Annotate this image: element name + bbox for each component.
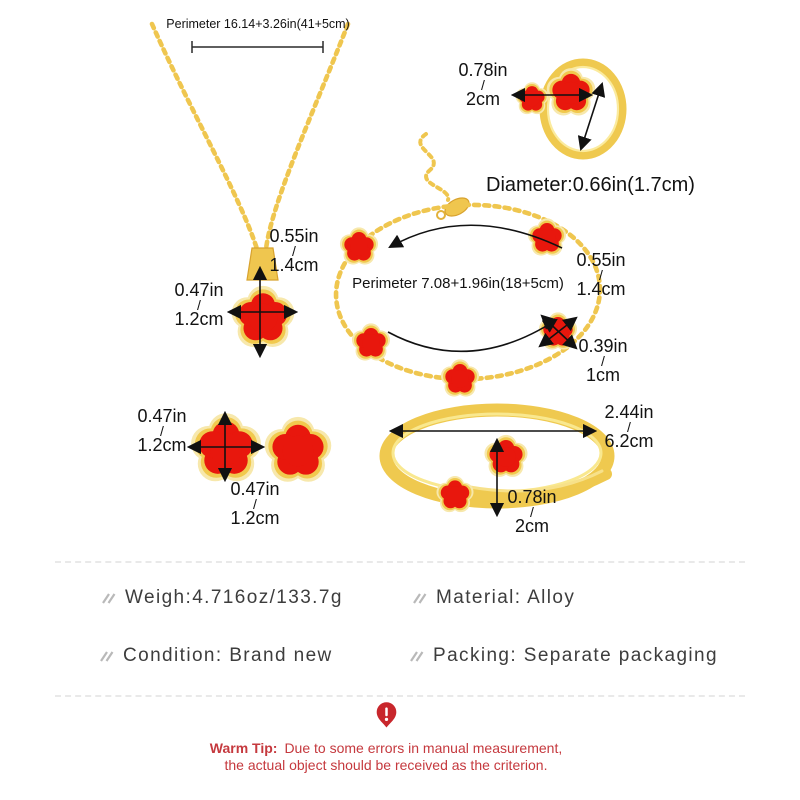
bracelet-flower	[441, 359, 479, 396]
measure-in: 0.47in	[137, 406, 187, 426]
measure-in: 0.78in	[458, 60, 508, 80]
bracelet-perimeter-label: Perimeter 7.08+1.96in(18+5cm)	[352, 275, 564, 292]
earring-width-label: 0.47in / 1.2cm	[132, 406, 192, 455]
spec-text: Condition: Brand new	[123, 645, 333, 666]
spec-condition: Condition: Brand new	[98, 645, 333, 667]
spec-packing: Packing: Separate packaging	[408, 645, 718, 667]
ring-flower-width-label: 0.78in / 2cm	[448, 60, 518, 109]
warm-tip-title: Warm Tip:	[209, 740, 278, 756]
measure-in: 0.55in	[576, 250, 626, 270]
pendant-height-label: 0.55in / 1.4cm	[264, 226, 324, 275]
measure-slash: /	[601, 353, 605, 369]
hatch-icon	[413, 592, 427, 604]
earring-height-label: 0.47in / 1.2cm	[224, 479, 286, 528]
measure-slash: /	[530, 504, 534, 520]
measure-in: 0.55in	[269, 226, 319, 246]
bangle-measure-arrows	[388, 423, 598, 518]
warm-tip-line1: Warm Tip: Due to some errors in manual me…	[0, 740, 772, 756]
earring-measure-arrows	[186, 410, 266, 483]
bangle-flower-large	[484, 435, 527, 477]
bracelet-flower-measure-arrows	[538, 314, 578, 350]
bangle-flower-small	[436, 476, 473, 512]
spec-text: Material: Alloy	[436, 587, 576, 608]
ring-flower-small	[516, 82, 549, 114]
spec-material: Material: Alloy	[411, 587, 575, 609]
divider-line	[55, 561, 745, 563]
spec-text: Packing: Separate packaging	[433, 645, 718, 666]
spec-weight: Weigh:4.716oz/133.7g	[100, 587, 343, 609]
bracelet-small-flower-label: 0.39in / 1cm	[574, 336, 632, 385]
warm-tip-banner: Warm Tip: Due to some errors in manual me…	[0, 702, 772, 773]
ring-diameter-label: Diameter:0.66in(1.7cm)	[486, 174, 695, 196]
measure-slash: /	[481, 77, 485, 93]
earring-right	[265, 417, 331, 482]
pendant-measure-arrows	[226, 265, 299, 359]
measure-cm: 2cm	[514, 516, 549, 536]
measure-in: 0.39in	[578, 336, 628, 356]
measure-slash: /	[253, 496, 257, 512]
measure-in: 2.44in	[604, 402, 654, 422]
bangle-flower-label: 0.78in / 2cm	[502, 487, 562, 536]
necklace-chain	[149, 21, 351, 252]
bracelet-flower	[352, 323, 390, 360]
warm-tip-text1: Due to some errors in manual measurement…	[284, 740, 563, 756]
measure-in: 0.47in	[174, 280, 224, 300]
measure-in: 0.78in	[507, 487, 557, 507]
necklace-measure-line	[191, 41, 324, 53]
necklace-perimeter-label: Perimeter 16.14+3.26in(41+5cm)	[166, 17, 350, 31]
measure-slash: /	[627, 419, 631, 435]
measure-cm: 6.2cm	[604, 431, 654, 451]
hatch-icon	[100, 650, 114, 662]
bracelet-large-flower-label: 0.55in / 1.4cm	[570, 250, 632, 299]
divider-line	[55, 695, 745, 697]
measure-cm: 1.2cm	[174, 309, 224, 329]
measure-slash: /	[292, 243, 296, 259]
ring-measure-arrows	[510, 81, 606, 152]
measure-slash: /	[599, 267, 603, 283]
measure-cm: 1.4cm	[576, 279, 626, 299]
measure-cm: 1.4cm	[269, 255, 319, 275]
measure-cm: 1.2cm	[137, 435, 187, 455]
measure-slash: /	[197, 297, 201, 313]
measure-in: 0.47in	[230, 479, 280, 499]
bangle-width-label: 2.44in / 6.2cm	[596, 402, 662, 451]
pendant-width-label: 0.47in / 1.2cm	[168, 280, 230, 329]
measure-slash: /	[160, 423, 164, 439]
bracelet-extension-chain	[418, 132, 451, 202]
measure-cm: 1.2cm	[230, 508, 280, 528]
hatch-icon	[410, 650, 424, 662]
measure-cm: 1cm	[585, 365, 620, 385]
bracelet-rotation-arrows	[387, 224, 563, 353]
exclamation-icon	[0, 702, 772, 732]
spec-text: Weigh:4.716oz/133.7g	[125, 587, 343, 608]
warm-tip-text2: the actual object should be received as …	[224, 757, 548, 773]
pendant-flower	[232, 286, 295, 347]
hatch-icon	[102, 592, 116, 604]
measure-cm: 2cm	[465, 89, 500, 109]
